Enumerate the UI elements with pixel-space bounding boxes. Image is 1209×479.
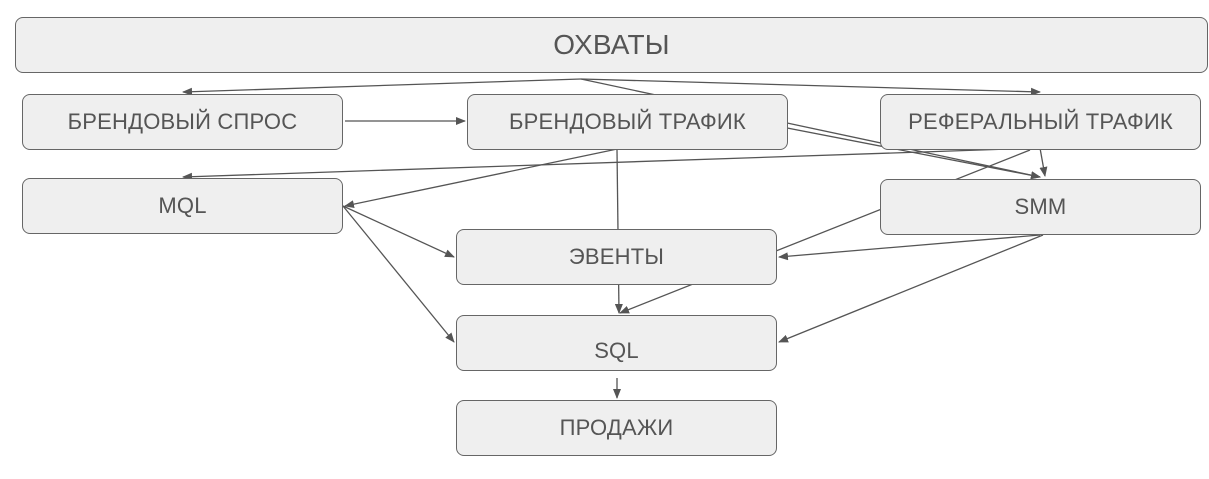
edge-mql-to-events [342, 205, 455, 258]
edge-brand-traffic-to-mql [344, 147, 623, 209]
node-referral-traffic: РЕФЕРАЛЬНЫЙ ТРАФИК [880, 94, 1201, 150]
node-brand-demand-label: БРЕНДОВЫЙ СПРОС [67, 109, 298, 134]
node-sql-label: SQL [594, 338, 639, 363]
edge-smm-to-sql [778, 234, 1044, 343]
edge-mql-to-sql [342, 205, 455, 343]
node-smm: SMM [880, 179, 1201, 235]
node-brand-demand: БРЕНДОВЫЙ СПРОС [22, 94, 343, 150]
edge-reach-to-brand-demand [182, 78, 582, 96]
node-mql: MQL [22, 178, 343, 234]
edge-referral-traffic-to-sql [619, 149, 1031, 314]
edge-reach-to-referral-traffic [580, 78, 1041, 96]
node-sales-label: ПРОДАЖИ [559, 415, 674, 440]
node-brand-traffic: БРЕНДОВЫЙ ТРАФИК [467, 94, 788, 150]
node-reach-label: ОХВАТЫ [553, 29, 670, 60]
node-events: ЭВЕНТЫ [456, 229, 777, 285]
node-smm-label: SMM [1014, 194, 1067, 219]
node-events-label: ЭВЕНТЫ [568, 244, 665, 269]
node-referral-traffic-label: РЕФЕРАЛЬНЫЙ ТРАФИК [908, 109, 1173, 134]
edge-referral-traffic-to-smm [1039, 147, 1048, 177]
node-sql: SQL [456, 315, 777, 371]
edge-smm-to-events [778, 234, 1041, 261]
edge-referral-traffic-to-mql [182, 147, 1041, 181]
node-brand-traffic-label: БРЕНДОВЫЙ ТРАФИК [509, 109, 746, 134]
node-sales: ПРОДАЖИ [456, 400, 777, 456]
node-mql-label: MQL [158, 193, 207, 218]
node-reach: ОХВАТЫ [15, 17, 1208, 73]
